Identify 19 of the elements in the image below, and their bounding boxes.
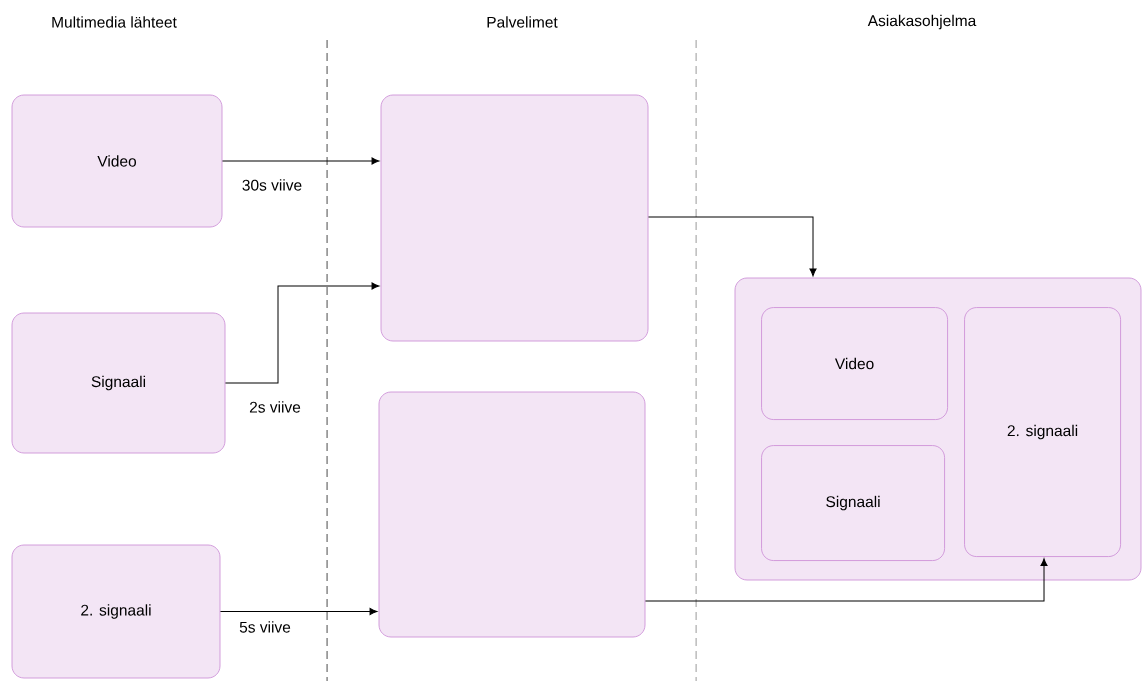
source-box: Video [11,94,223,228]
panel-box: 2. signaali [964,307,1121,557]
edge-label: 5s viive [238,620,292,634]
arrow [224,282,380,384]
source-box: 2. signaali [11,544,221,679]
column-heading: Palvelimet [487,16,558,28]
arrow [221,157,380,165]
column-heading: Asiakasohjelma [867,14,977,30]
panel-box: Video [761,307,948,420]
source-box: Signaali [11,312,226,454]
edge-label: 30s viive [240,178,304,192]
column-heading: Multimedia lähteet [52,16,177,28]
server-box [378,391,646,638]
edge-label: 2s viive [248,400,302,414]
arrow [644,558,1048,602]
arrow [647,216,817,277]
arrow [219,607,378,616]
panel-box: Signaali [761,445,945,561]
server-box [380,94,649,342]
